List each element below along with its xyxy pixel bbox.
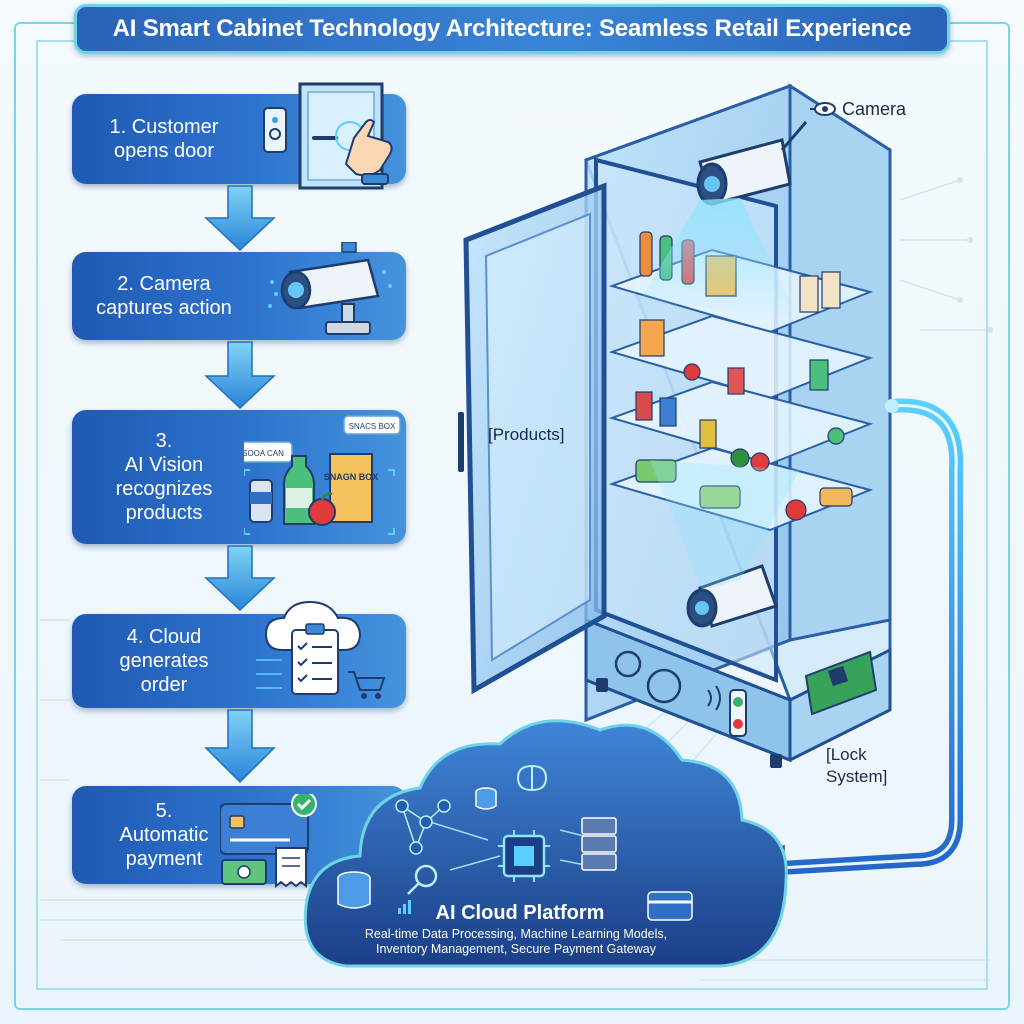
cloud-platform-title: AI Cloud Platform xyxy=(435,902,605,924)
door-touch-icon xyxy=(263,82,393,190)
neural-network-icon xyxy=(395,799,451,855)
step-3-card: 3. AI Vision recognizes products SOOA CA… xyxy=(72,410,406,544)
page-title: AI Smart Cabinet Technology Architecture… xyxy=(112,15,912,42)
arrow-down-4 xyxy=(204,709,276,784)
step-3-label: 3. AI Vision recognizes products xyxy=(115,430,213,524)
tag-soda-can: SOOA CAN xyxy=(244,449,284,458)
tag-snack-box: SNACS BOX xyxy=(349,422,396,431)
database-icon xyxy=(337,787,497,909)
brain-icon xyxy=(516,764,548,792)
lock-system-label: [Lock System] xyxy=(826,745,888,786)
server-rack-icon xyxy=(581,817,617,871)
step-2-card: 2. Camera captures action xyxy=(72,242,406,340)
step-1-label: 1. Customer opens door xyxy=(109,116,219,162)
arrow-down-2 xyxy=(204,341,276,410)
step-4-label: 4. Cloud generates order xyxy=(119,626,209,696)
ai-chip-icon xyxy=(498,830,550,882)
camera-label: Camera xyxy=(810,98,906,120)
arrow-down-1 xyxy=(204,185,276,252)
step-1-card: 1. Customer opens door xyxy=(72,82,406,190)
step-2-label: 2. Camera captures action xyxy=(96,273,232,319)
signal-bars-icon xyxy=(398,900,411,914)
title-banner: AI Smart Cabinet Technology Architecture… xyxy=(74,4,950,54)
security-camera-icon xyxy=(268,242,392,335)
products-recognition-icon: SOOA CAN SNACS BOX SNAGN BOX xyxy=(244,415,401,535)
camera-label-text: Camera xyxy=(842,99,907,119)
payment-icon xyxy=(220,794,317,888)
snack-box-text: SNAGN BOX xyxy=(324,472,379,482)
cloud-order-icon xyxy=(256,600,386,699)
magnifier-icon xyxy=(407,864,438,895)
step-5-label: 5. Automatic payment xyxy=(119,800,209,870)
eye-icon xyxy=(810,102,836,116)
card-icon xyxy=(647,891,693,921)
arrow-down-3 xyxy=(204,545,276,612)
step-4-card: 4. Cloud generates order xyxy=(72,600,406,708)
cloud-platform-subtitle: Real-time Data Processing, Machine Learn… xyxy=(364,927,668,956)
products-label: [Products] xyxy=(488,425,565,444)
